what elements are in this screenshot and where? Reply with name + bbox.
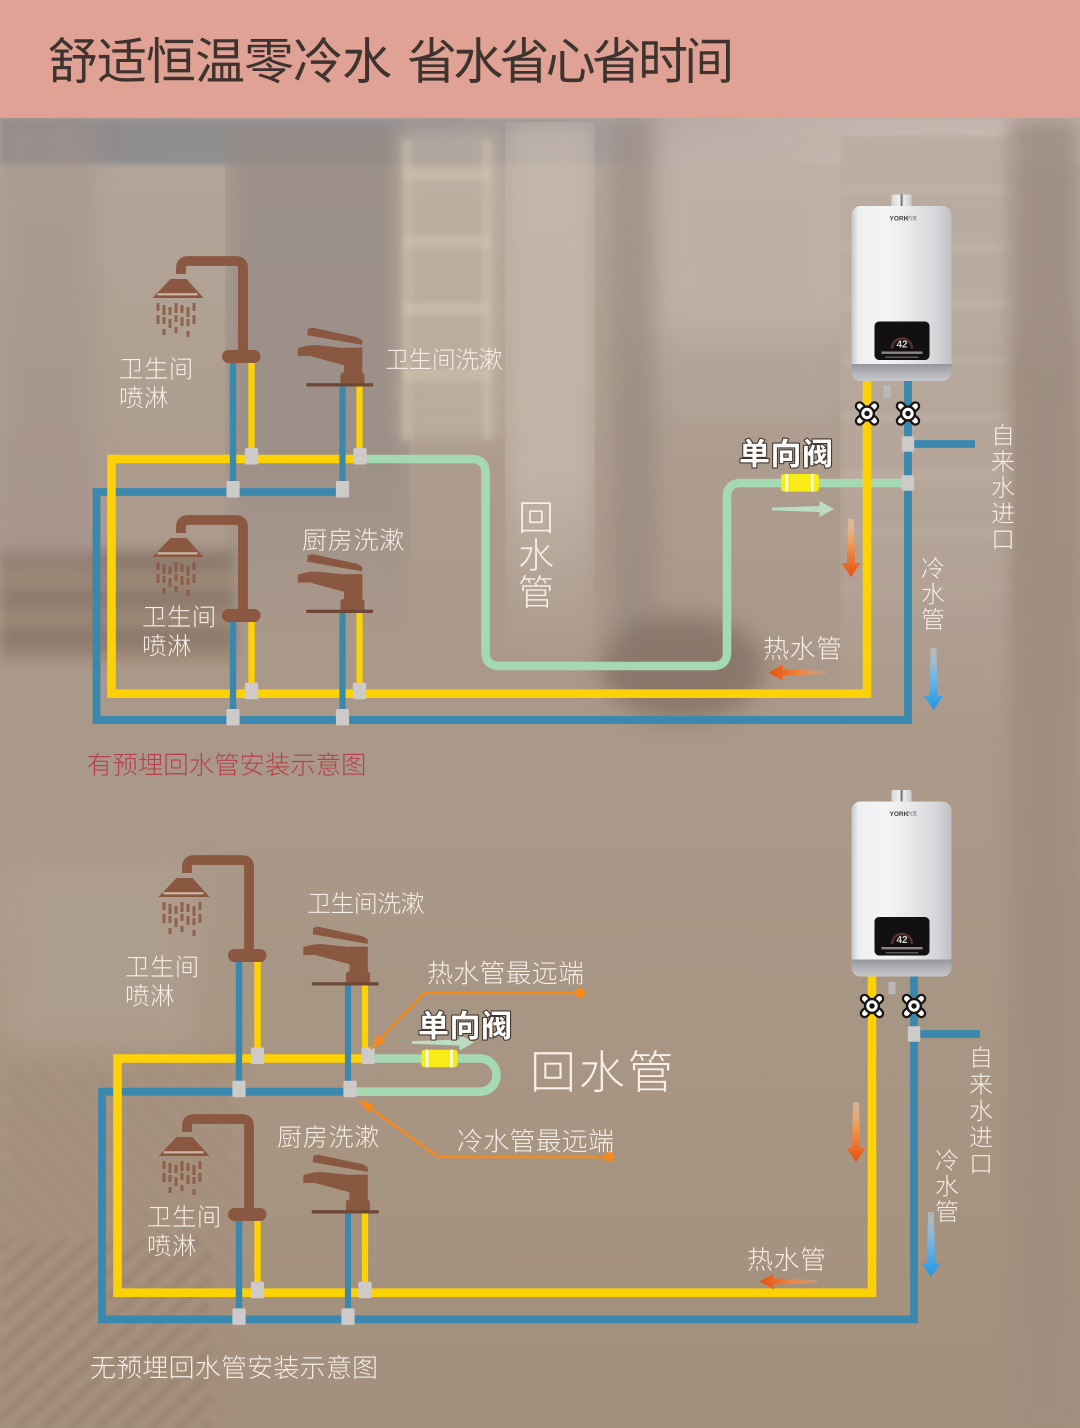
svg-text:42: 42: [896, 340, 908, 351]
svg-text:约克: 约克: [907, 811, 917, 818]
svg-text:YORK: YORK: [890, 811, 909, 818]
svg-text:约克: 约克: [907, 215, 917, 222]
svg-text:42: 42: [896, 935, 908, 946]
svg-text:YORK: YORK: [890, 216, 909, 223]
